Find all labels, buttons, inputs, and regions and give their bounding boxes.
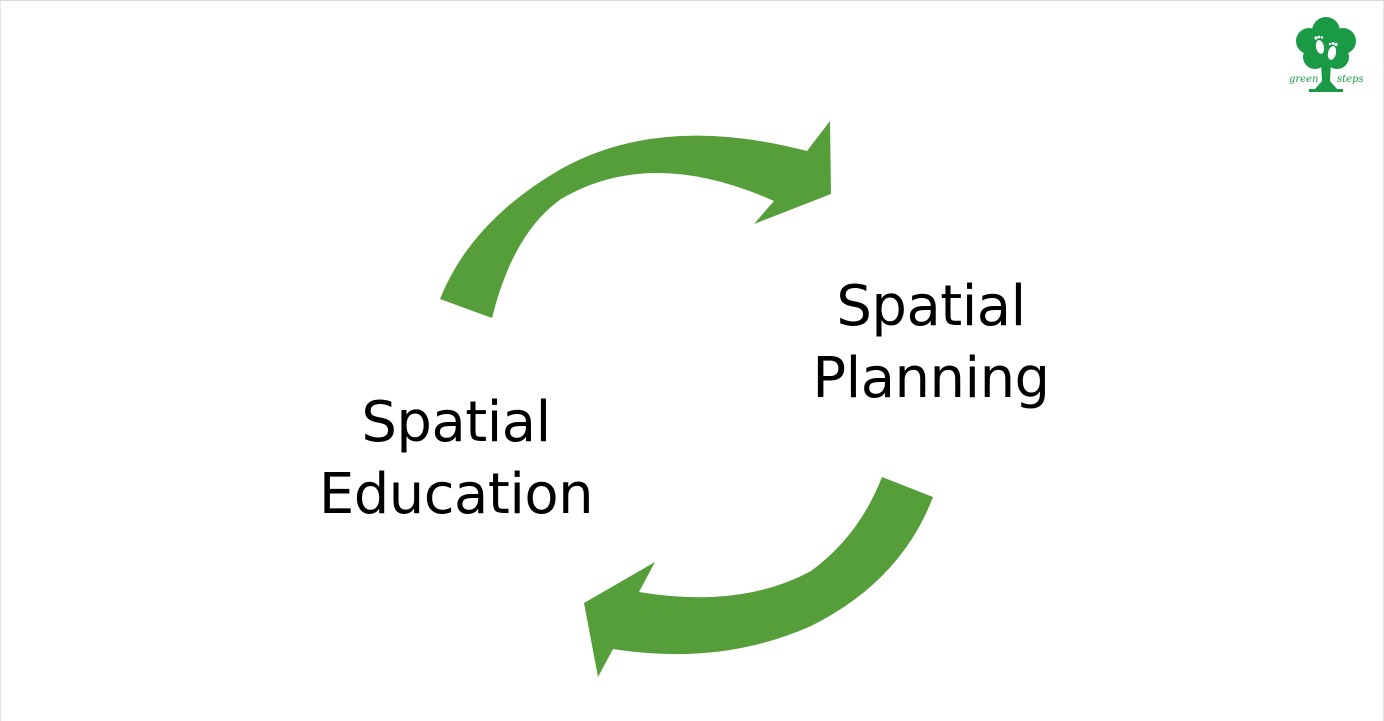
node-education-line-2: Education	[318, 462, 594, 527]
arrow-planning-to-education	[584, 477, 933, 677]
logo-text-right: steps	[1337, 74, 1364, 85]
node-spatial-planning: Spatial Planning	[781, 271, 1081, 415]
node-spatial-education: Spatial Education	[291, 387, 621, 531]
node-education-line-1: Spatial	[361, 390, 551, 455]
arrow-education-to-planning	[440, 121, 831, 318]
logo-text-left: green	[1289, 74, 1319, 85]
node-planning-line-1: Spatial	[836, 274, 1026, 339]
green-steps-logo: green steps	[1285, 13, 1367, 99]
tree-icon	[1296, 17, 1356, 92]
node-planning-line-2: Planning	[812, 346, 1050, 411]
